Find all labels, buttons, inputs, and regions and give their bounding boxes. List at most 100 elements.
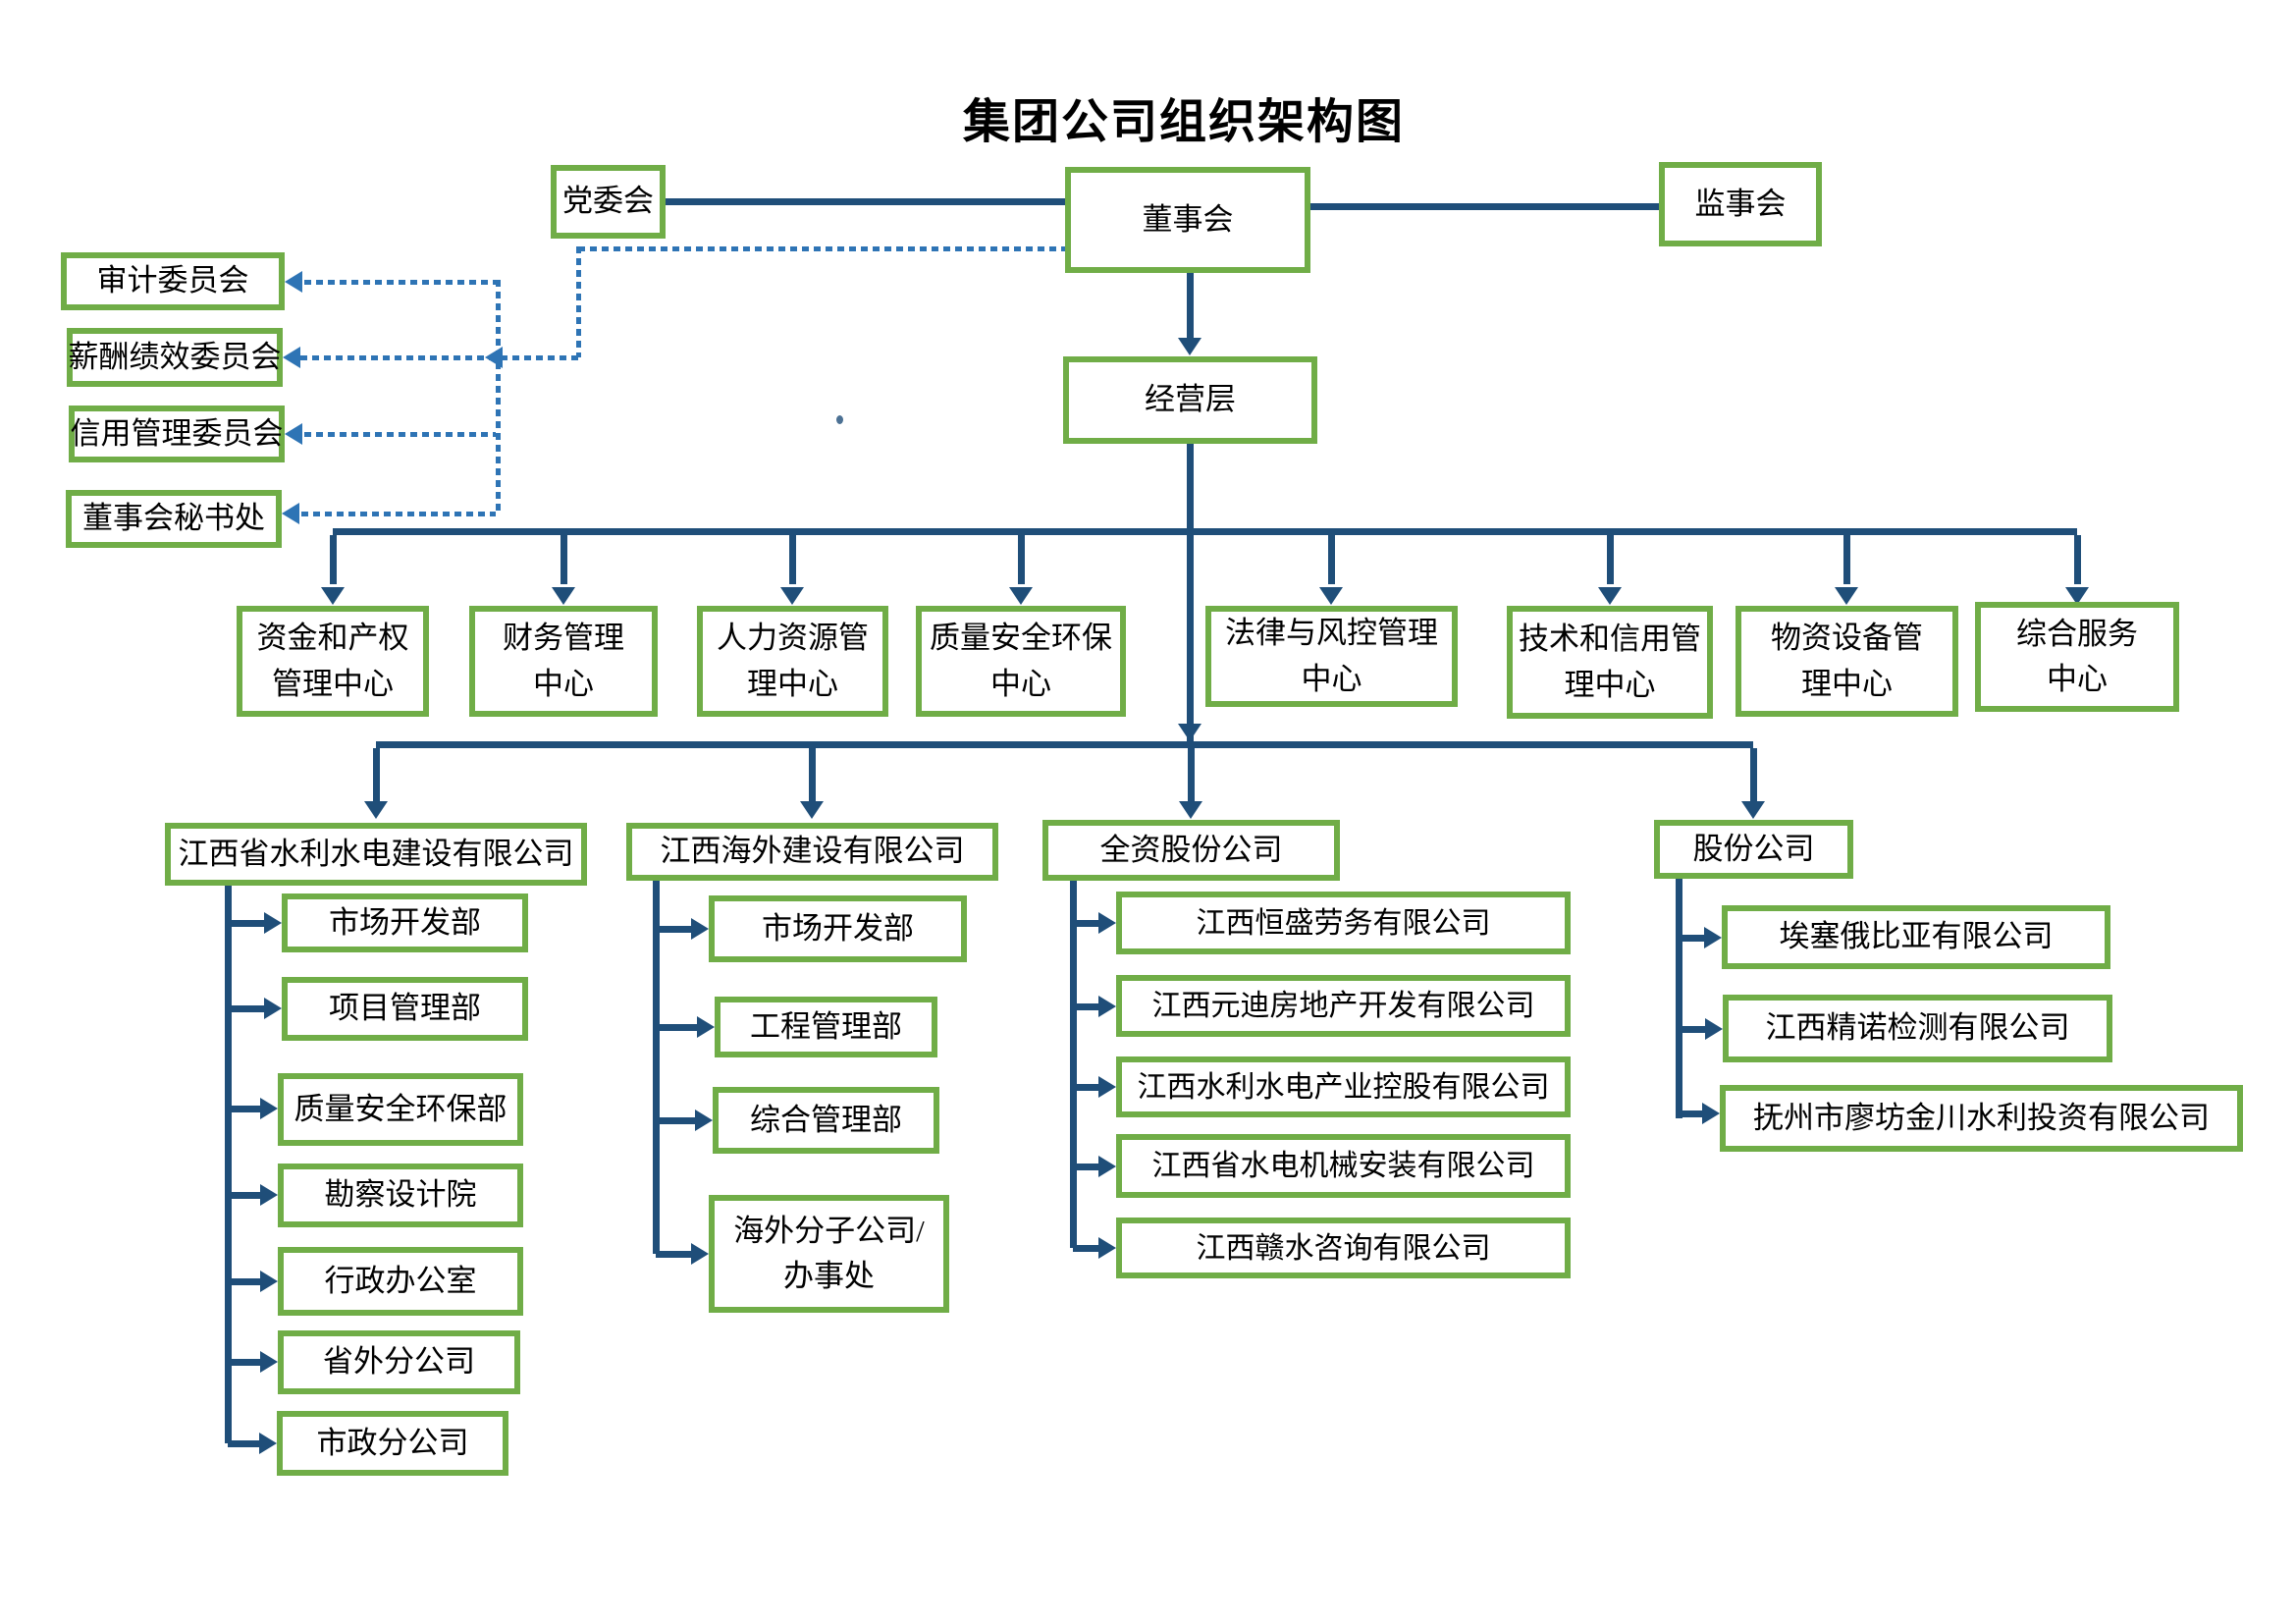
center-box-general-services: 综合服务中心 xyxy=(1975,602,2179,712)
arrowhead-down-subsidiary-3 xyxy=(1179,801,1202,819)
arrowhead-down-subsidiary-2 xyxy=(800,801,824,819)
supervisory-board-box: 监事会 xyxy=(1659,162,1822,246)
dept-label: 市场开发部 xyxy=(329,904,481,940)
branch-line xyxy=(228,1005,264,1012)
center-label: 财务管理 xyxy=(503,621,624,655)
dotted-branch-audit xyxy=(304,280,496,285)
branch-line xyxy=(228,1192,260,1199)
dept-label: 市场开发部 xyxy=(762,910,914,946)
center-label: 中心 xyxy=(1301,661,1362,696)
subsidiary-2-header-box: 江西海外建设有限公司 xyxy=(626,823,998,881)
arrowhead-right xyxy=(1704,927,1722,948)
arrowhead-down-subsidiary-4 xyxy=(1741,801,1765,819)
company-label: 江西元迪房地产开发有限公司 xyxy=(1151,990,1535,1022)
center-label: 中心 xyxy=(533,666,594,701)
dotted-committee-spine xyxy=(496,280,501,514)
arrowhead-right xyxy=(264,998,282,1019)
arrowhead-right xyxy=(691,1243,709,1265)
branch-line xyxy=(656,1251,691,1258)
company-box-ethiopia: 埃塞俄比亚有限公司 xyxy=(1722,905,2110,969)
dept-label: 综合管理部 xyxy=(750,1102,902,1137)
arrowhead-right xyxy=(1098,912,1116,934)
company-box-water-conservancy-holding: 江西水利水电产业控股有限公司 xyxy=(1116,1056,1571,1117)
branch-line xyxy=(228,1278,260,1285)
center-box-quality-safety: 质量安全环保中心 xyxy=(916,606,1126,717)
arrowhead-right xyxy=(695,1110,713,1131)
company-box-liaofang-jinchuan-investment: 抚州市廖坊金川水利投资有限公司 xyxy=(1720,1085,2243,1152)
center-label: 质量安全环保 xyxy=(930,621,1112,655)
arrowhead-down-center-1 xyxy=(321,587,345,605)
subsidiary-3-trunk xyxy=(1070,881,1077,1248)
branch-line xyxy=(1679,935,1704,942)
arrowhead-down-center-5 xyxy=(1319,587,1343,605)
arrowhead-right xyxy=(260,1351,278,1373)
board-secretariat-box: 董事会秘书处 xyxy=(66,490,282,548)
subsidiary-1-header-box: 江西省水利水电建设有限公司 xyxy=(165,823,587,886)
center-label: 管理中心 xyxy=(272,666,394,701)
center-label: 理中心 xyxy=(747,666,838,701)
center-label: 技术和信用管 xyxy=(1519,622,1701,656)
dept-label: 海外分子公司/ xyxy=(733,1213,925,1248)
arrowhead-right xyxy=(259,1433,277,1454)
branch-line xyxy=(228,1359,260,1366)
drop-subsidiary-1 xyxy=(373,748,380,802)
credit-management-committee-label: 信用管理委员会 xyxy=(70,415,284,451)
company-box-yuandi-realestate: 江西元迪房地产开发有限公司 xyxy=(1116,975,1571,1037)
management-stem-connector xyxy=(1187,444,1194,741)
company-label: 江西恒盛劳务有限公司 xyxy=(1196,906,1491,940)
subsidiary-3-header-label: 全资股份公司 xyxy=(1099,832,1283,867)
dept-label: 项目管理部 xyxy=(329,991,481,1026)
branch-line xyxy=(656,1117,695,1124)
stray-mark xyxy=(836,415,843,424)
drop-subsidiary-2 xyxy=(809,748,816,802)
compensation-performance-committee-box: 薪酬绩效委员会 xyxy=(67,328,283,387)
company-box-hengsheng-labor: 江西恒盛劳务有限公司 xyxy=(1116,892,1571,954)
company-label: 江西精诺检测有限公司 xyxy=(1765,1010,2070,1046)
dotted-line-board-drop xyxy=(576,246,581,357)
arrowhead-down-center-6 xyxy=(1598,587,1622,605)
arrowhead-left-secretariat xyxy=(282,503,299,524)
branch-line xyxy=(656,1024,697,1031)
drop-subsidiary-3 xyxy=(1188,748,1195,802)
party-board-connector xyxy=(666,198,1065,205)
credit-management-committee-box: 信用管理委员会 xyxy=(69,406,285,462)
center-label: 物资设备管 xyxy=(1771,621,1923,655)
audit-committee-label: 审计委员会 xyxy=(96,263,249,298)
centers-bracket-line xyxy=(333,528,2077,535)
center-label: 综合服务 xyxy=(2016,616,2138,651)
center-box-funds-property: 资金和产权管理中心 xyxy=(237,606,429,717)
dept-label: 工程管理部 xyxy=(750,1008,902,1044)
arrowhead-left-compensation xyxy=(283,347,300,368)
branch-line xyxy=(228,920,264,927)
subsidiary-1-trunk xyxy=(225,886,232,1443)
branch-line xyxy=(1073,1084,1098,1091)
dept-box-survey-design: 勘察设计院 xyxy=(278,1164,523,1227)
company-label: 江西省水电机械安装有限公司 xyxy=(1151,1150,1535,1182)
branch-line xyxy=(1073,920,1098,927)
center-label: 资金和产权 xyxy=(256,621,409,655)
dept-label: 勘察设计院 xyxy=(324,1177,477,1213)
arrowhead-right xyxy=(260,1271,278,1292)
arrowhead-down-center-3 xyxy=(780,587,804,605)
arrowhead-right xyxy=(1098,996,1116,1017)
arrowhead-down-stem xyxy=(1178,724,1201,741)
dotted-branch-secretariat xyxy=(301,512,496,516)
arrowhead-left-junction xyxy=(485,347,503,368)
center-label: 理中心 xyxy=(1564,667,1656,702)
company-box-ganshui-consulting: 江西赣水咨询有限公司 xyxy=(1116,1218,1571,1278)
branch-line xyxy=(1679,1026,1705,1033)
subsidiary-1-header-label: 江西省水利水电建设有限公司 xyxy=(178,836,574,871)
center-box-tech-credit: 技术和信用管理中心 xyxy=(1507,606,1713,719)
arrowhead-down-subsidiary-1 xyxy=(364,801,388,819)
center-label: 中心 xyxy=(2047,662,2108,696)
center-label: 法律与风控管理 xyxy=(1225,616,1438,650)
subsidiaries-bracket-line xyxy=(376,741,1753,748)
dotted-branch-compensation xyxy=(300,355,578,360)
branch-line xyxy=(228,1440,259,1447)
dept-label: 办事处 xyxy=(783,1259,875,1293)
board-management-connector xyxy=(1187,273,1194,339)
arrowhead-down-center-8 xyxy=(2065,587,2089,605)
dept-box-engineering-mgmt: 工程管理部 xyxy=(715,997,937,1057)
center-box-materials-equipment: 物资设备管理中心 xyxy=(1735,606,1958,717)
center-label: 中心 xyxy=(990,666,1051,701)
